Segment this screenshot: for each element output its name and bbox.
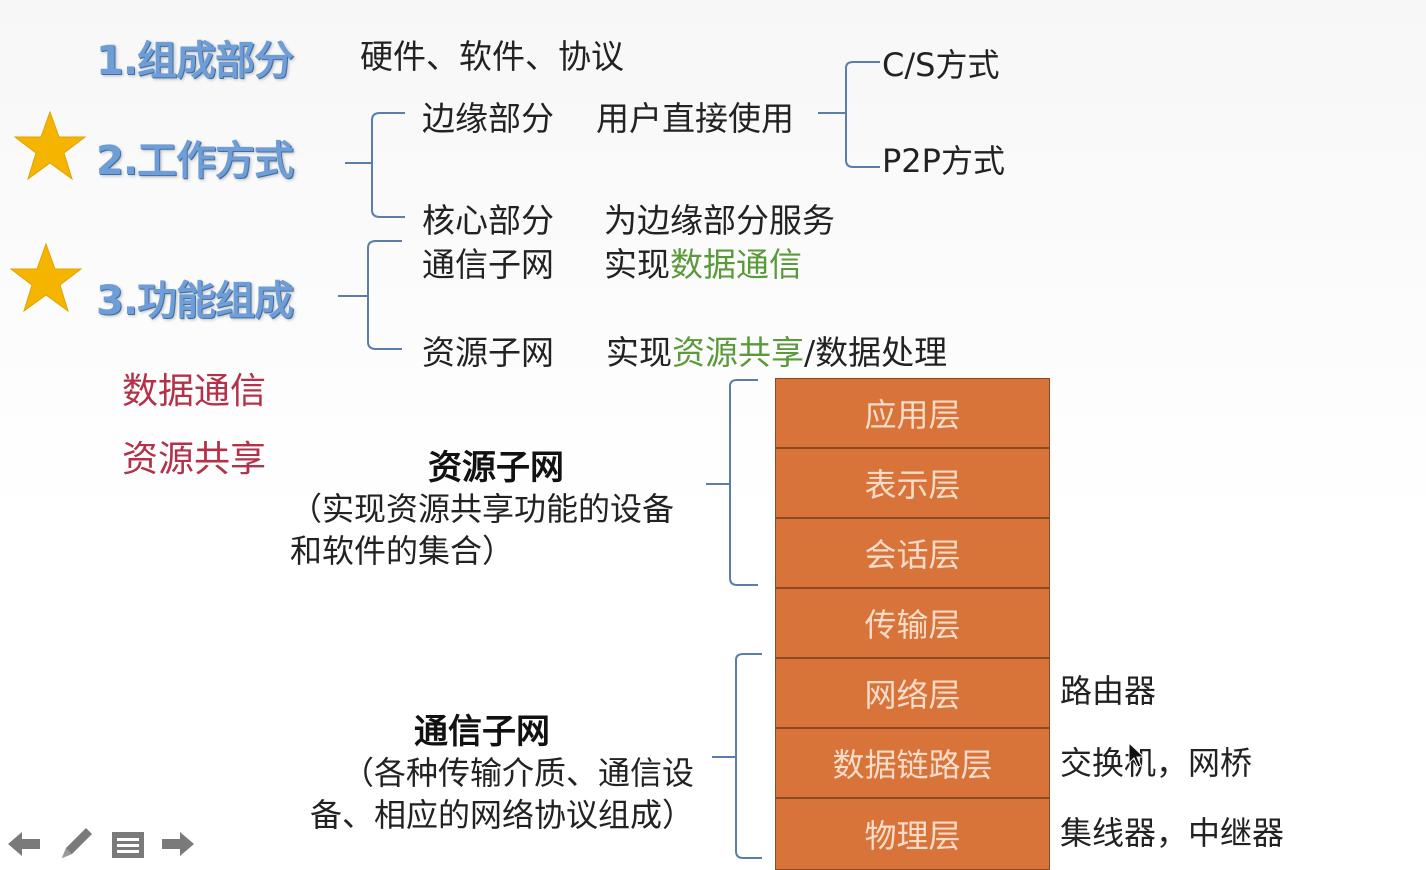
comm-desc-prefix: 实现 (604, 245, 670, 284)
layer-datalink: 数据链路层 (776, 729, 1049, 799)
edge-part-desc: 用户直接使用 (596, 99, 794, 138)
pen-icon[interactable] (54, 822, 98, 866)
resource-block-title: 资源子网 (428, 448, 564, 488)
star-icon (14, 110, 86, 181)
comm-desc-line2: 备、相应的网络协议组成） (310, 796, 695, 834)
arrow-right-icon[interactable] (158, 824, 198, 864)
layer-transport: 传输层 (776, 589, 1049, 659)
slide-nav (4, 822, 198, 866)
resource-desc-line2: 和软件的集合） (290, 532, 515, 570)
osi-layer-stack: 应用层 表示层 会话层 传输层 网络层 数据链路层 物理层 (775, 378, 1050, 870)
layer-physical: 物理层 (776, 799, 1049, 869)
device-network: 路由器 (1060, 672, 1157, 710)
cursor-icon (1128, 742, 1146, 768)
resource-bracket (706, 379, 758, 586)
resource-block-desc: （实现资源共享功能的设备 和软件的集合） (290, 488, 674, 572)
core-part-desc: 为边缘部分服务 (604, 201, 835, 240)
heading-composition: 1.组成部分 (96, 38, 294, 84)
res-subnet-label: 资源子网 (422, 333, 554, 372)
res-desc-suffix: /数据处理 (804, 333, 948, 372)
heading-work-mode: 2.工作方式 (96, 138, 294, 184)
comm-subnet-label: 通信子网 (422, 245, 554, 284)
comm-subnet-desc: 实现数据通信 (604, 238, 802, 286)
function-resource-share: 资源共享 (122, 439, 267, 480)
comm-desc-highlight: 数据通信 (670, 245, 802, 284)
res-subnet-desc: 实现资源共享/数据处理 (606, 326, 947, 374)
comm-block-desc: （各种传输介质、通信设 备、相应的网络协议组成） (310, 752, 694, 836)
layer-presentation: 表示层 (776, 449, 1049, 519)
function-data-comm: 数据通信 (122, 371, 267, 412)
comm-bracket (712, 653, 762, 859)
core-part-label: 核心部分 (422, 201, 554, 240)
device-physical: 集线器，中继器 (1060, 814, 1285, 852)
resource-desc-line1: （实现资源共享功能的设备 (290, 490, 675, 528)
layer-session: 会话层 (776, 519, 1049, 589)
notes-icon[interactable] (108, 824, 148, 864)
layer-network: 网络层 (776, 659, 1049, 729)
res-desc-prefix: 实现 (606, 333, 672, 372)
work-mode-bracket (345, 112, 405, 218)
comm-block-title: 通信子网 (414, 712, 550, 752)
heading-function: 3.功能组成 (96, 278, 294, 324)
mode-p2p: P2P方式 (882, 142, 1005, 180)
arrow-left-icon[interactable] (4, 824, 44, 864)
comm-desc-line1: （各种传输介质、通信设 (342, 754, 695, 792)
device-datalink: 交换机，网桥 (1060, 744, 1253, 782)
layer-application: 应用层 (776, 379, 1049, 449)
res-desc-highlight: 资源共享 (672, 333, 804, 372)
function-bracket (338, 240, 402, 350)
composition-content: 硬件、软件、协议 (360, 37, 624, 76)
star-icon (10, 242, 82, 313)
mode-bracket (818, 61, 880, 168)
edge-part-label: 边缘部分 (422, 99, 554, 138)
mode-cs: C/S方式 (882, 46, 1000, 84)
